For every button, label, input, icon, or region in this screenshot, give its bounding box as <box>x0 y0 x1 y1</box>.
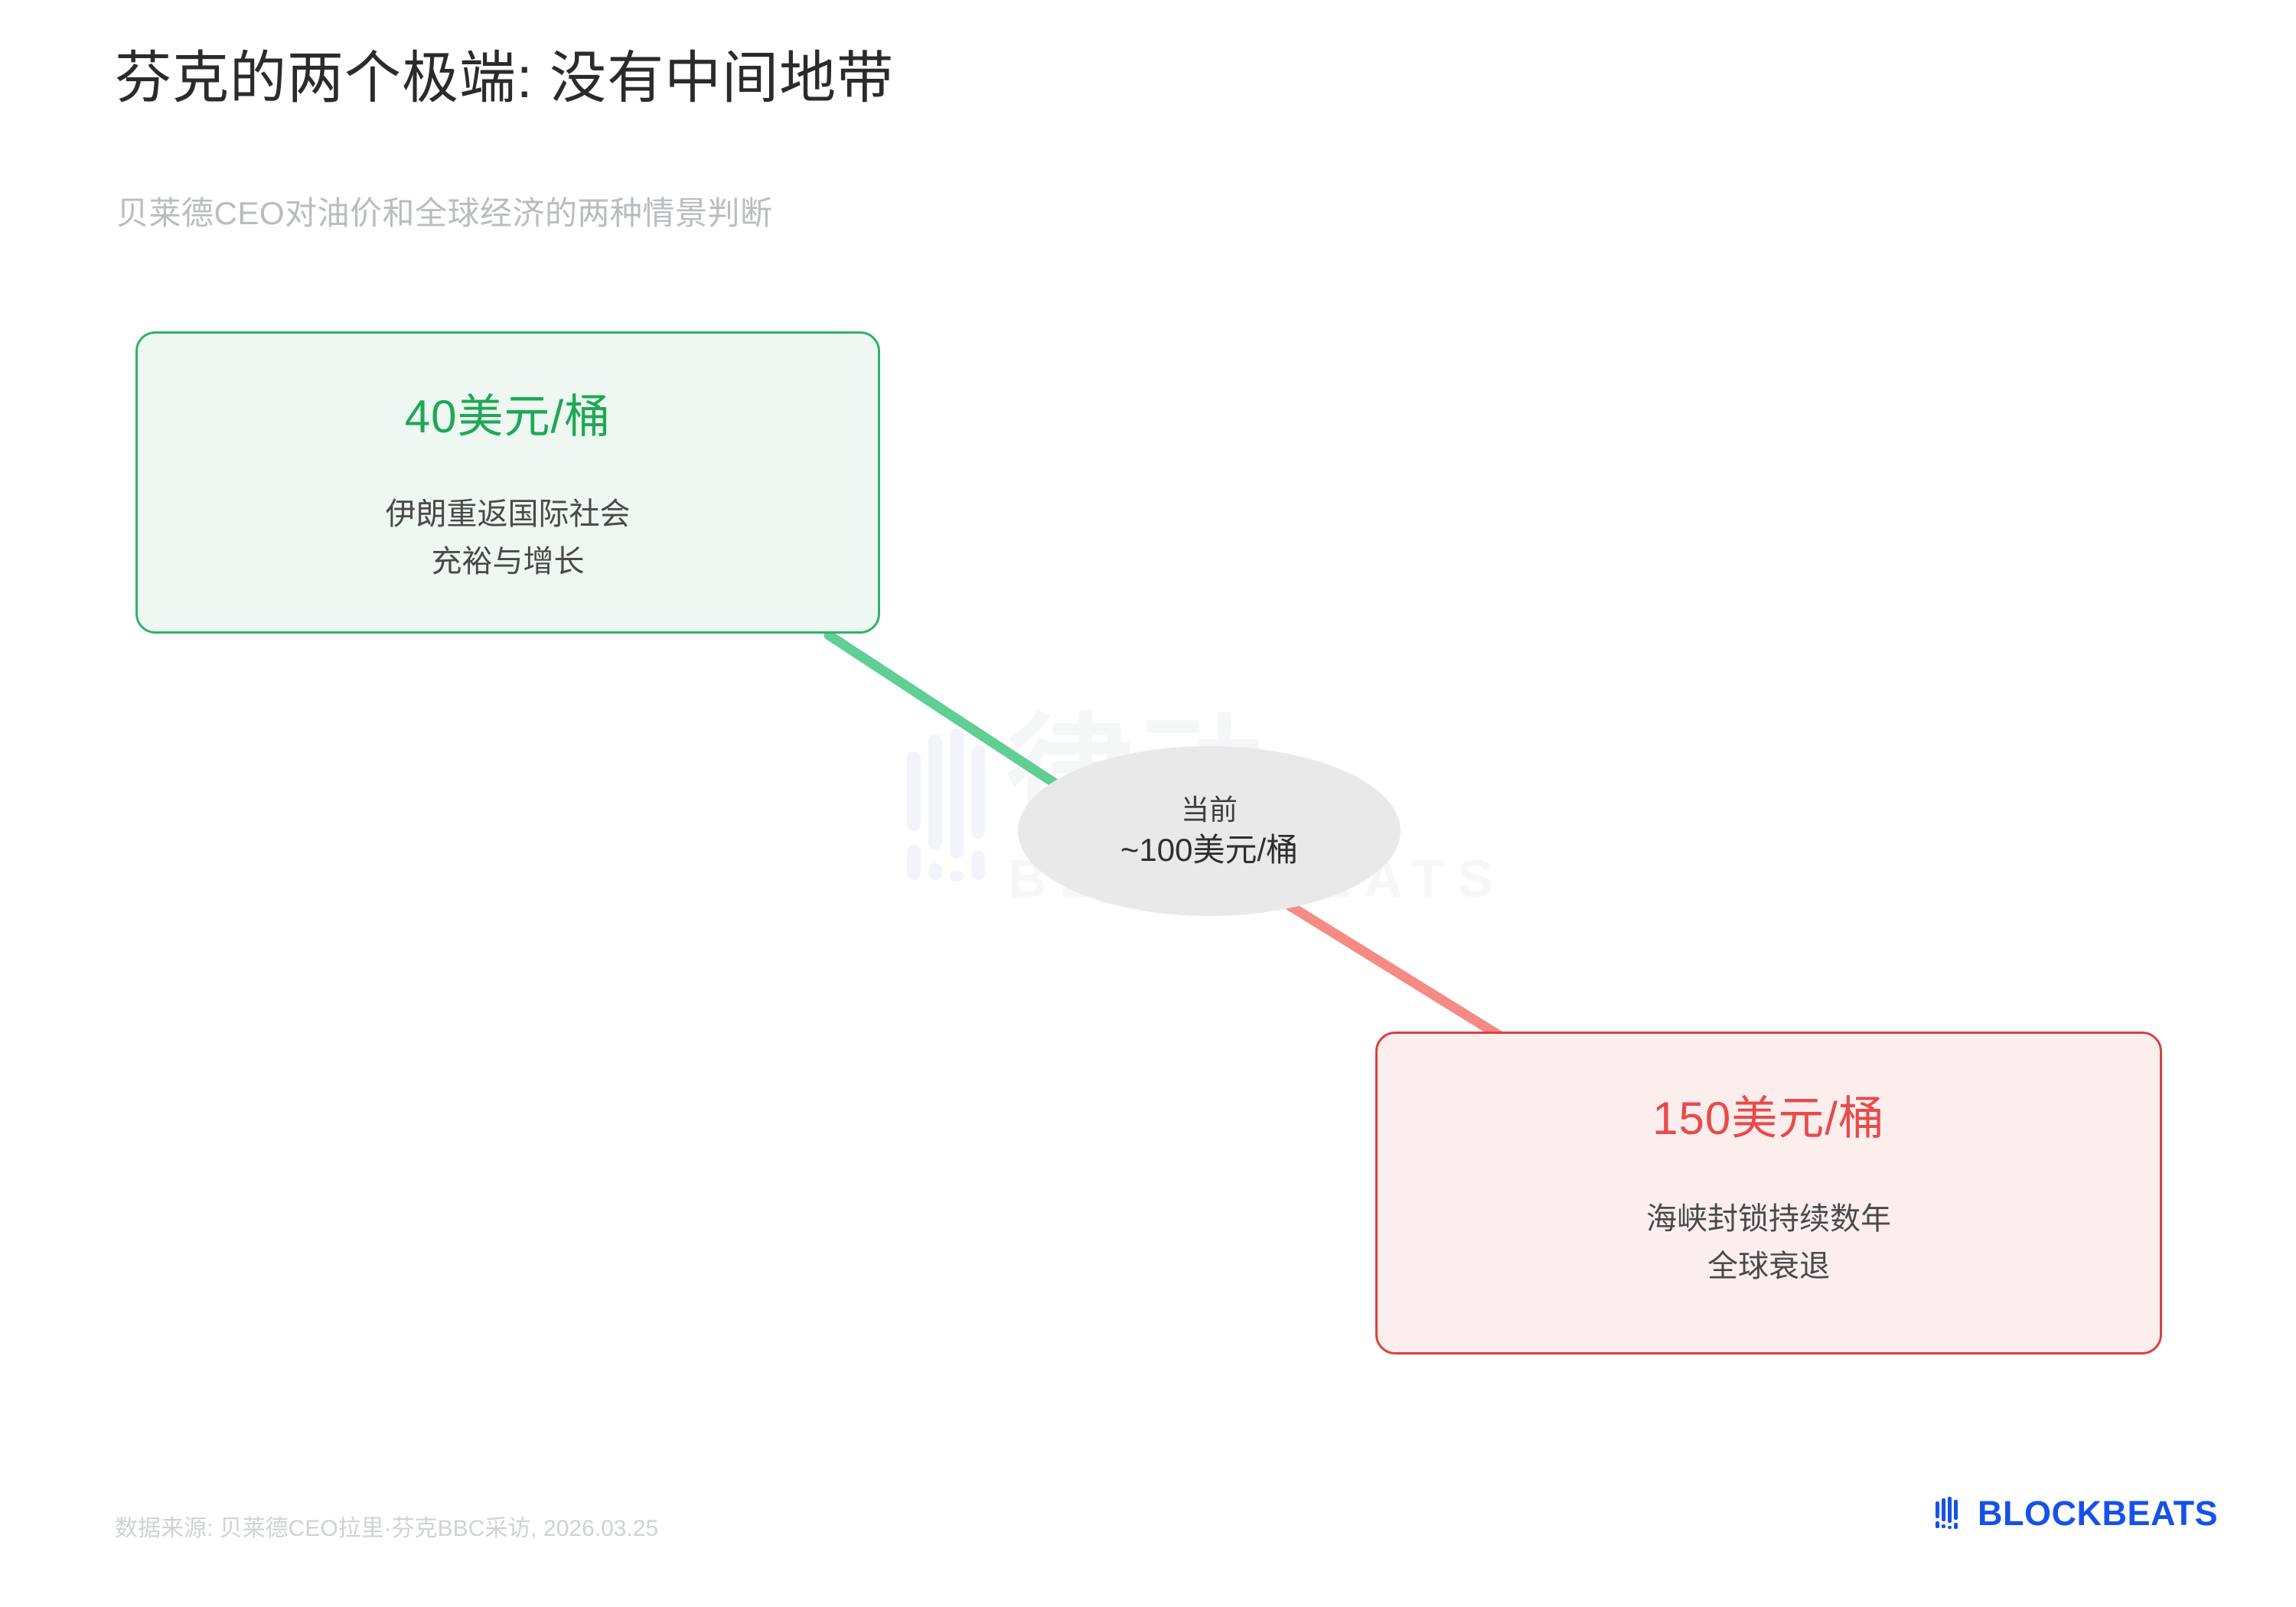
scenario-price-downside: 150美元/桶 <box>1652 1093 1885 1144</box>
blockbeats-wordmark: BLOCKBEATS <box>1978 1494 2219 1533</box>
scenario-desc-line-2: 充裕与增长 <box>431 545 585 579</box>
scenario-price-upside: 40美元/桶 <box>404 391 612 442</box>
scenario-desc-line-1: 伊朗重返国际社会 <box>385 497 631 531</box>
current-price-label: 当前 <box>1181 794 1238 826</box>
blockbeats-bars-icon <box>1936 1496 1969 1530</box>
scenario-desc-line-1: 海峡封锁持续数年 <box>1646 1202 1891 1236</box>
scenario-desc-line-2: 全球衰退 <box>1707 1250 1830 1283</box>
current-price-node[interactable]: 当前 ~100美元/桶 <box>1018 746 1401 916</box>
connector-upside <box>823 630 1063 790</box>
source-note: 数据来源: 贝莱德CEO拉里·芬克BBC采访, 2026.03.25 <box>115 1516 659 1541</box>
scenario-description-upside: 伊朗重返国际社会 充裕与增长 <box>386 491 631 585</box>
page-title: 芬克的两个极端: 没有中间地带 <box>115 46 895 109</box>
scenario-description-downside: 海峡封锁持续数年 全球衰退 <box>1646 1195 1891 1290</box>
scenario-card-upside[interactable]: 40美元/桶 伊朗重返国际社会 充裕与增长 <box>135 331 880 634</box>
scenario-card-downside[interactable]: 150美元/桶 海峡封锁持续数年 全球衰退 <box>1375 1032 2162 1354</box>
connector-downside <box>1265 888 1507 1042</box>
page-subtitle: 贝莱德CEO对油价和全球经济的两种情景判断 <box>116 195 773 231</box>
current-price-value: ~100美元/桶 <box>1120 831 1299 868</box>
blockbeats-logo: BLOCKBEATS <box>1936 1496 2218 1530</box>
